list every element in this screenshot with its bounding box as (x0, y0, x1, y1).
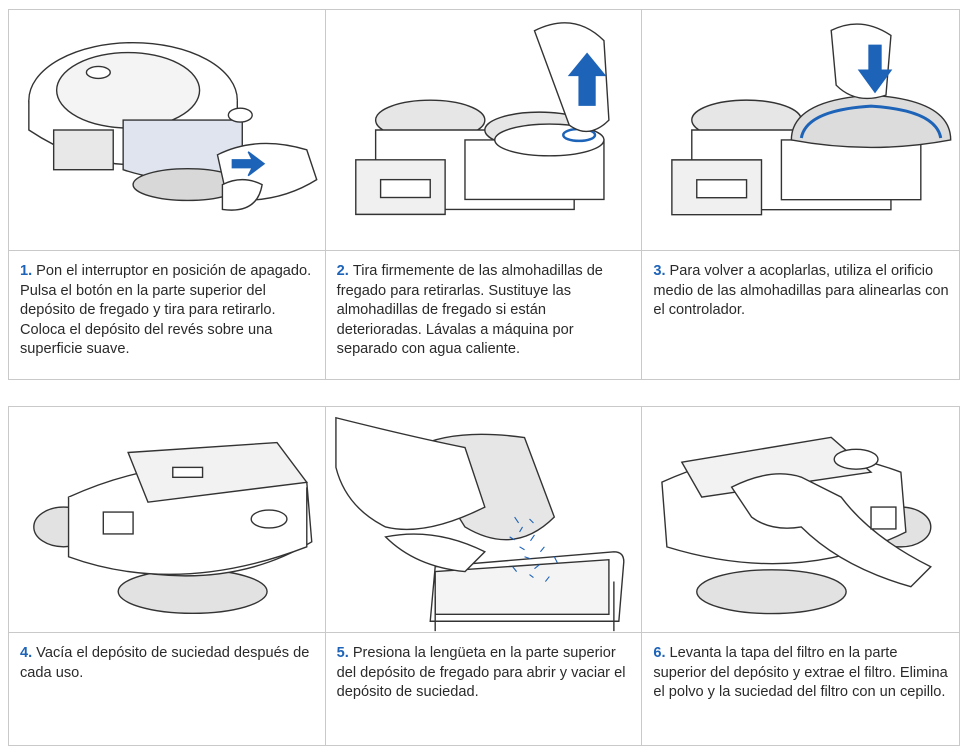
step-1-number: 1. (20, 263, 33, 279)
step-2-text: Tira firmemente de las almohadillas de f… (336, 263, 603, 357)
steps-row-2: 4.Vacía el depósito de suciedad después … (8, 406, 960, 746)
step-4-caption: 4.Vacía el depósito de suciedad después … (9, 633, 325, 683)
filter-lid-icon (661, 436, 933, 615)
step-4-text: Vacía el depósito de suciedad después de… (20, 645, 310, 681)
step-2: 2.Tira firmemente de las almohadillas de… (325, 10, 643, 379)
step-2-caption: 2.Tira firmemente de las almohadillas de… (326, 251, 642, 360)
dirt-tank-icon (33, 441, 313, 614)
step-2-illustration (325, 10, 642, 251)
step-1-text: Pon el interruptor en posición de apagad… (20, 263, 312, 357)
step-6-caption: 6.Levanta la tapa del filtro en la parte… (642, 633, 959, 703)
step-3-illustration (642, 10, 959, 251)
step-6: 6.Levanta la tapa del filtro en la parte… (642, 407, 959, 745)
step-6-illustration (642, 407, 959, 633)
step-5-text: Presiona la lengüeta en la parte superio… (336, 645, 626, 700)
step-3: 3.Para volver a acoplarlas, utiliza el o… (642, 10, 959, 379)
step-4-number: 4. (20, 645, 33, 661)
step-4-illustration (9, 407, 325, 633)
attach-scrub-pads-icon (671, 23, 952, 216)
step-3-text: Para volver a acoplarlas, utiliza el ori… (653, 263, 949, 318)
step-3-number: 3. (653, 263, 666, 279)
steps-row-1: 1.Pon el interruptor en posición de apag… (8, 9, 960, 380)
step-2-number: 2. (336, 263, 349, 279)
robot-remove-tank-icon (28, 41, 318, 211)
remove-scrub-pads-icon (354, 22, 610, 216)
step-5: 5.Presiona la lengüeta en la parte super… (325, 407, 643, 745)
step-6-number: 6. (653, 645, 666, 661)
step-5-illustration (325, 407, 642, 633)
step-1: 1.Pon el interruptor en posición de apag… (9, 10, 326, 379)
step-1-caption: 1.Pon el interruptor en posición de apag… (9, 251, 325, 360)
step-1-illustration (9, 10, 325, 251)
step-4: 4.Vacía el depósito de suciedad después … (9, 407, 326, 745)
step-5-caption: 5.Presiona la lengüeta en la parte super… (326, 633, 642, 703)
step-3-caption: 3.Para volver a acoplarlas, utiliza el o… (642, 251, 959, 321)
empty-dirt-tank-icon (334, 416, 625, 632)
step-5-number: 5. (336, 645, 349, 661)
step-6-text: Levanta la tapa del filtro en la parte s… (653, 645, 948, 700)
